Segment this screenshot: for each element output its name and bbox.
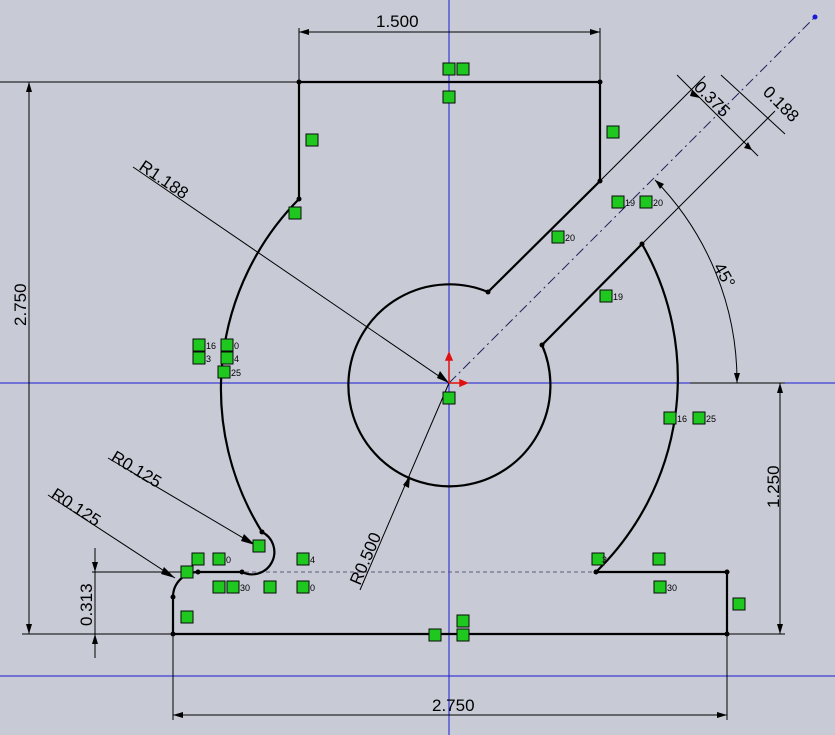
relation-label: 4 (234, 354, 239, 364)
tangent-relation-icon (192, 338, 206, 352)
relation-label: 25 (231, 368, 241, 378)
tangent-relation-icon (692, 411, 706, 425)
horizontal-relation-icon (456, 62, 470, 76)
relation-label: 0 (310, 583, 315, 593)
relation-label: 4 (310, 555, 315, 565)
relation-label: 20 (565, 233, 575, 243)
coincident-relation-icon (296, 580, 310, 594)
tangent-relation-icon (252, 539, 266, 553)
parallel-relation-icon (611, 195, 625, 209)
relation-label: 0 (226, 555, 231, 565)
relation-label: 30 (667, 583, 677, 593)
vertical-relation-icon (732, 597, 746, 611)
relation-label: 30 (240, 583, 250, 593)
relation-label: 19 (613, 292, 623, 302)
coincident-relation-icon (428, 628, 442, 642)
coincident-relation-icon (456, 628, 470, 642)
horizontal-relation-icon (212, 580, 226, 594)
relation-label: 20 (653, 198, 663, 208)
tangent-relation-icon (288, 206, 302, 220)
arrowheads (26, 29, 783, 718)
relation-label: 0 (234, 341, 239, 351)
coincident-relation-icon (191, 552, 205, 566)
sketch-profile[interactable] (171, 80, 729, 636)
vertical-relation-icon (305, 133, 319, 147)
relation-label: 25 (706, 414, 716, 424)
outer-profile (171, 80, 729, 636)
parallel-relation-icon (551, 230, 565, 244)
relation-label: 16 (206, 341, 216, 351)
coincident-relation-icon (442, 391, 456, 405)
vertical-relation-icon (606, 125, 620, 139)
relation-label: 3 (602, 555, 607, 565)
dimension-tab-height: 0.313 (77, 583, 96, 626)
dimension-overall-height: 2.750 (11, 283, 30, 326)
parallel-relation-icon (599, 289, 613, 303)
coincident-relation-icon (591, 552, 605, 566)
tangent-relation-icon (180, 565, 194, 579)
coincident-relation-icon (296, 552, 310, 566)
centerline-endpoint[interactable] (812, 14, 818, 20)
coincident-relation-icon (220, 351, 234, 365)
relation-badges[interactable] (180, 62, 746, 642)
dimension-lines (0, 28, 786, 720)
relation-label: 3 (206, 354, 211, 364)
dimension-bottom-width: 2.750 (432, 696, 475, 715)
coincident-relation-icon (442, 90, 456, 104)
vertical-relation-icon (180, 610, 194, 624)
dimension-top-width: 1.500 (376, 12, 419, 31)
coincident-relation-icon (192, 351, 206, 365)
relation-label: 19 (625, 198, 635, 208)
parallel-relation-icon (653, 580, 667, 594)
relation-label: 16 (677, 414, 687, 424)
relation-labels: 19 20 20 19 16 0 3 4 25 16 25 0 4 3 30 0… (206, 198, 716, 593)
parallel-relation-icon (639, 195, 653, 209)
origin-icon[interactable] (444, 351, 469, 388)
horizontal-relation-icon (652, 552, 666, 566)
tangent-relation-icon (263, 580, 277, 594)
coincident-relation-icon (212, 552, 226, 566)
dimension-right-height: 1.250 (764, 465, 783, 508)
slot-centerline (448, 16, 816, 384)
tangent-relation-icon (217, 365, 231, 379)
coincident-relation-icon (442, 62, 456, 76)
parallel-relation-icon (226, 580, 240, 594)
tangent-relation-icon (663, 411, 677, 425)
coincident-relation-icon (220, 338, 234, 352)
equal-relation-icon (456, 614, 470, 628)
sketch-points[interactable] (170, 79, 730, 637)
